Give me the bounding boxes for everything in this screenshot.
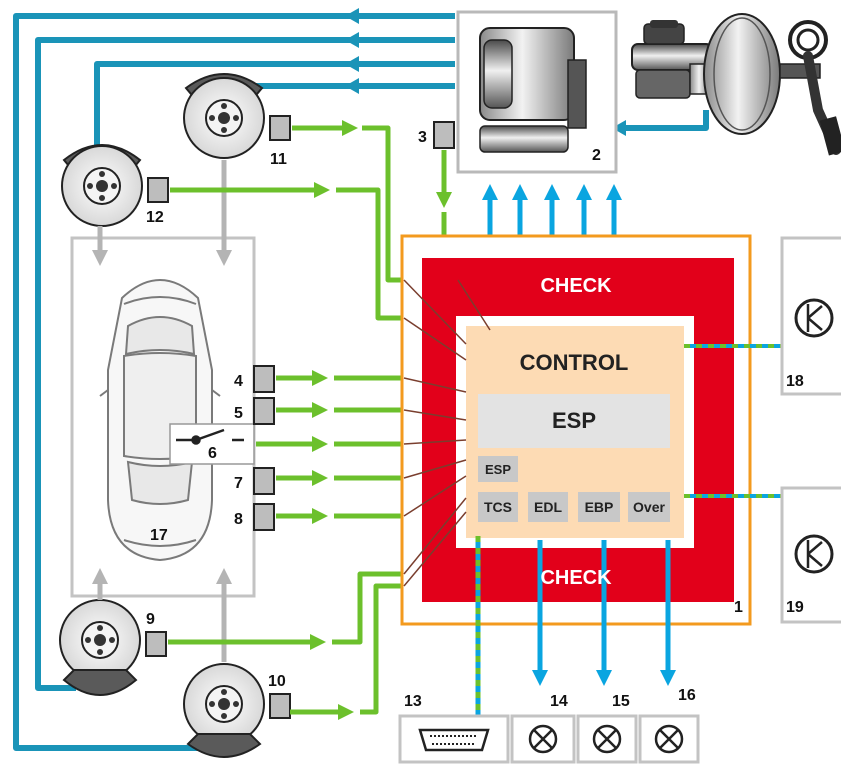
label-3: 3	[418, 129, 427, 146]
relay-lines	[684, 344, 782, 498]
sensor-signal-lines	[168, 119, 460, 721]
wheel-brake-icon	[183, 663, 265, 758]
wheel-brake-icon	[59, 599, 141, 696]
ecu-module-tcs: TCS	[484, 499, 512, 515]
label-10: 10	[268, 673, 286, 690]
switch-icon	[176, 428, 244, 445]
wheel-brake-icon	[61, 144, 143, 227]
ecu-unit	[400, 234, 760, 626]
ecu-module-ebp: EBP	[585, 499, 614, 515]
relay-18	[780, 236, 841, 396]
brake-booster-icon	[631, 13, 841, 156]
label-19: 19	[786, 599, 804, 616]
ecu-esp-small: ESP	[485, 462, 511, 477]
hydraulic-unit-icon	[479, 27, 587, 153]
hydraulic-unit	[456, 10, 618, 174]
warning-lamp-icon	[528, 724, 558, 754]
label-5: 5	[234, 405, 243, 422]
warning-lamp-icon	[592, 724, 622, 754]
output-lines	[531, 540, 677, 687]
obd-connector-icon	[418, 728, 490, 752]
wheel-brake-12	[61, 144, 169, 227]
label-15: 15	[612, 693, 630, 710]
ecu-module-over: Over	[633, 499, 665, 515]
car-topview-icon	[99, 279, 221, 562]
wheel-brake-icon	[183, 73, 265, 159]
diagnostic-connector-13	[398, 714, 510, 764]
label-12: 12	[146, 209, 164, 226]
label-1: 1	[734, 599, 743, 616]
ecu-esp-main: ESP	[552, 408, 596, 433]
wheel-brake-11	[183, 73, 291, 159]
label-4: 4	[234, 373, 243, 390]
label-16: 16	[678, 687, 696, 704]
warning-lamp-15	[576, 714, 638, 764]
warning-lamp-16	[638, 714, 700, 764]
ecu-module-edl: EDL	[534, 499, 562, 515]
wheel-brake-9	[59, 599, 167, 696]
label-18: 18	[786, 373, 804, 390]
relay-19	[780, 486, 841, 624]
label-2: 2	[592, 147, 601, 164]
label-9: 9	[146, 611, 155, 628]
label-7: 7	[234, 475, 243, 492]
label-13: 13	[404, 693, 422, 710]
sensor-boxes	[253, 121, 455, 531]
switch-6	[169, 423, 255, 465]
ecu-control-title: CONTROL	[520, 350, 629, 375]
hydraulic-arrowheads	[345, 8, 626, 136]
hydraulic-lines	[13, 13, 709, 751]
relay-icon	[794, 534, 834, 574]
label-17: 17	[150, 527, 168, 544]
label-8: 8	[234, 511, 243, 528]
wheel-brake-10	[183, 663, 291, 758]
wheel-speed-arrows	[91, 160, 233, 662]
label-11: 11	[270, 151, 287, 168]
relay-icon	[794, 298, 834, 338]
ecu-check-top: CHECK	[540, 275, 612, 297]
label-6: 6	[208, 445, 217, 462]
warning-lamp-14	[510, 714, 576, 764]
ecu-check-bottom: CHECK	[540, 567, 612, 589]
label-14: 14	[550, 693, 568, 710]
warning-lamp-icon	[654, 724, 684, 754]
